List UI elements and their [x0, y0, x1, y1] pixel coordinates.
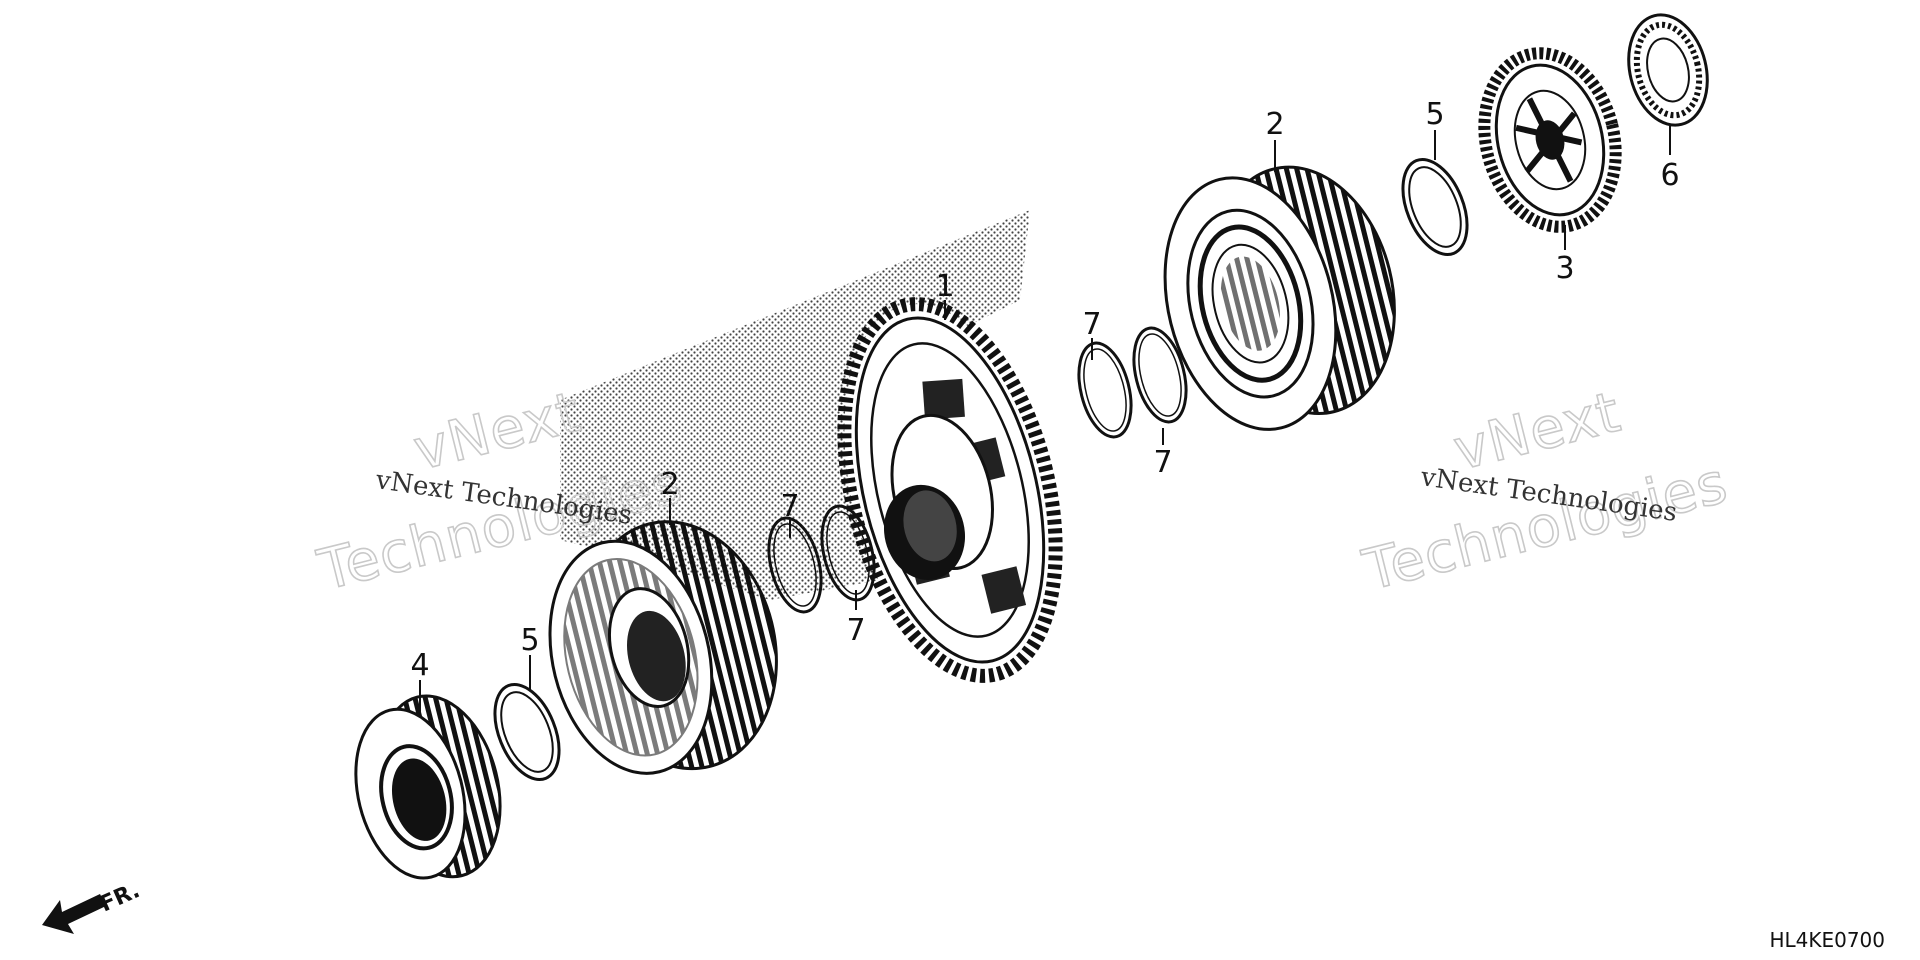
part-2-clutch-drum-right — [1163, 165, 1396, 431]
part-7-seal-ring-a — [767, 516, 823, 614]
callout-7-d: 7 — [1153, 445, 1172, 480]
callout-5-right: 5 — [1425, 97, 1444, 132]
callout-4: 4 — [410, 648, 429, 683]
callout-7-b: 7 — [846, 613, 865, 648]
watermark-big-top: vNext — [1448, 380, 1627, 484]
callout-3: 3 — [1555, 251, 1574, 286]
front-direction-indicator: FR. — [42, 878, 144, 934]
watermark-right: vNext Technologies vNext Technologies — [1356, 379, 1735, 605]
part-7-seal-ring-d — [1132, 326, 1188, 424]
part-6-bearing — [1627, 13, 1709, 127]
callout-6: 6 — [1660, 158, 1679, 193]
part-5-thrust-washer-left — [493, 682, 561, 782]
watermark-big-bottom: Technologies — [1357, 451, 1734, 604]
callout-7-a: 7 — [780, 489, 799, 524]
callout-leaders — [419, 125, 1671, 712]
part-3-sprag-gear — [1478, 47, 1622, 233]
part-2-clutch-drum-left — [548, 520, 778, 775]
part-7-seal-ring-b — [820, 504, 876, 602]
part-7-seal-ring-c — [1077, 341, 1133, 439]
diagram-code: HL4KE0700 — [1769, 928, 1885, 952]
callout-7-c: 7 — [1082, 307, 1101, 342]
callout-2-left: 2 — [660, 467, 679, 502]
callout-1: 1 — [935, 269, 954, 304]
part-1-carrier-gear — [837, 297, 1063, 683]
part-5-thrust-washer-right — [1401, 157, 1469, 257]
front-direction-label: FR. — [96, 878, 143, 917]
callout-5-left: 5 — [520, 623, 539, 658]
part-4-drive-gear — [354, 694, 502, 880]
front-arrow-icon — [42, 894, 106, 934]
callout-2-right: 2 — [1265, 107, 1284, 142]
